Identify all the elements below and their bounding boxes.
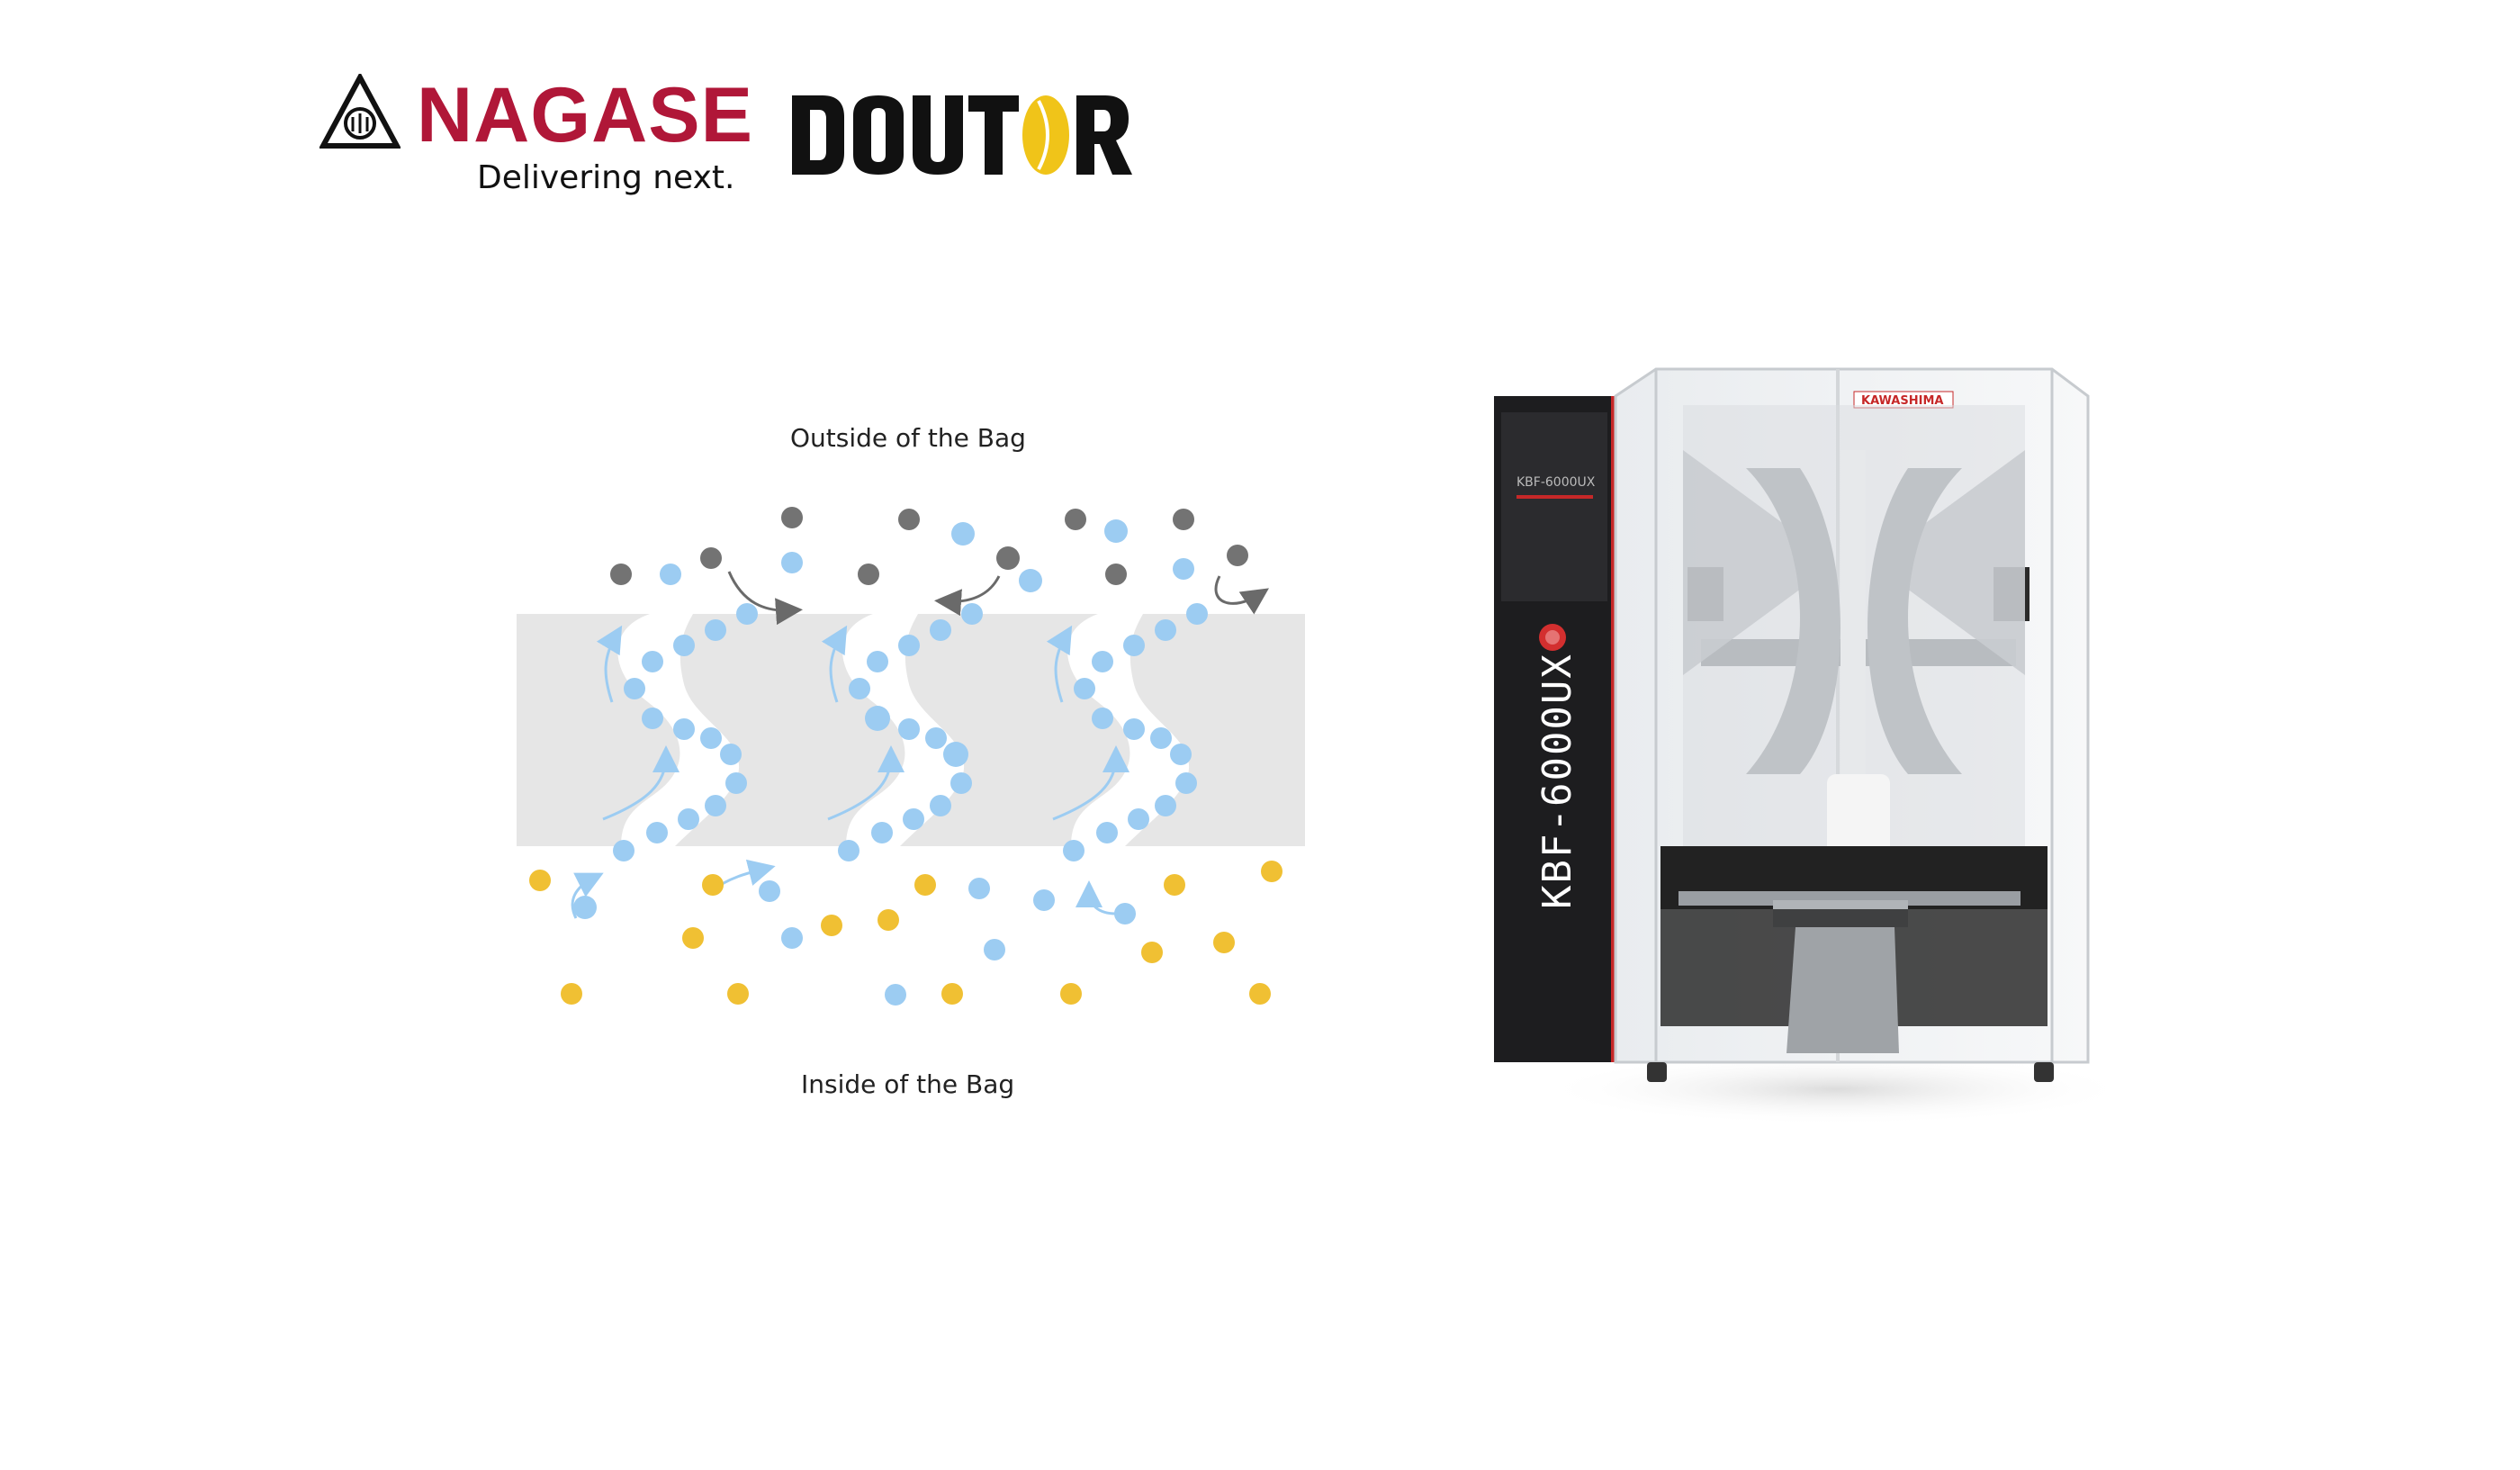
machine-model-label: KBF-6000UX (1534, 653, 1580, 909)
doutor-logo (790, 90, 1137, 180)
nagase-wordmark: NAGASE (417, 72, 753, 158)
flow-arrows (571, 625, 1130, 919)
packaging-machine: KBF-6000UX KBF-6000UX KAWASHIMA (1494, 367, 2106, 1125)
nagase-tagline: Delivering next. (477, 159, 735, 196)
degassing-valve-diagram (517, 507, 1305, 1006)
inner-mechanism (1647, 405, 2054, 1082)
brand-label: KAWASHIMA (1861, 394, 1943, 408)
machine-shadow (1539, 1053, 2106, 1125)
nagase-triangle-icon (320, 74, 400, 149)
released-gas-bubbles (573, 519, 1208, 1006)
outside-of-bag-label: Outside of the Bag (790, 423, 1026, 453)
control-panel: KBF-6000UX KBF-6000UX (1494, 396, 1616, 1062)
exit-arrows (727, 571, 1269, 626)
nagase-logo: NAGASE Delivering next. (320, 70, 752, 205)
doutor-wordmark (792, 95, 1132, 175)
outside-air-molecules (610, 507, 1248, 585)
inside-of-bag-label: Inside of the Bag (801, 1069, 1015, 1099)
panel-model-text: KBF-6000UX (1516, 475, 1596, 490)
product-particles (529, 861, 1282, 1005)
